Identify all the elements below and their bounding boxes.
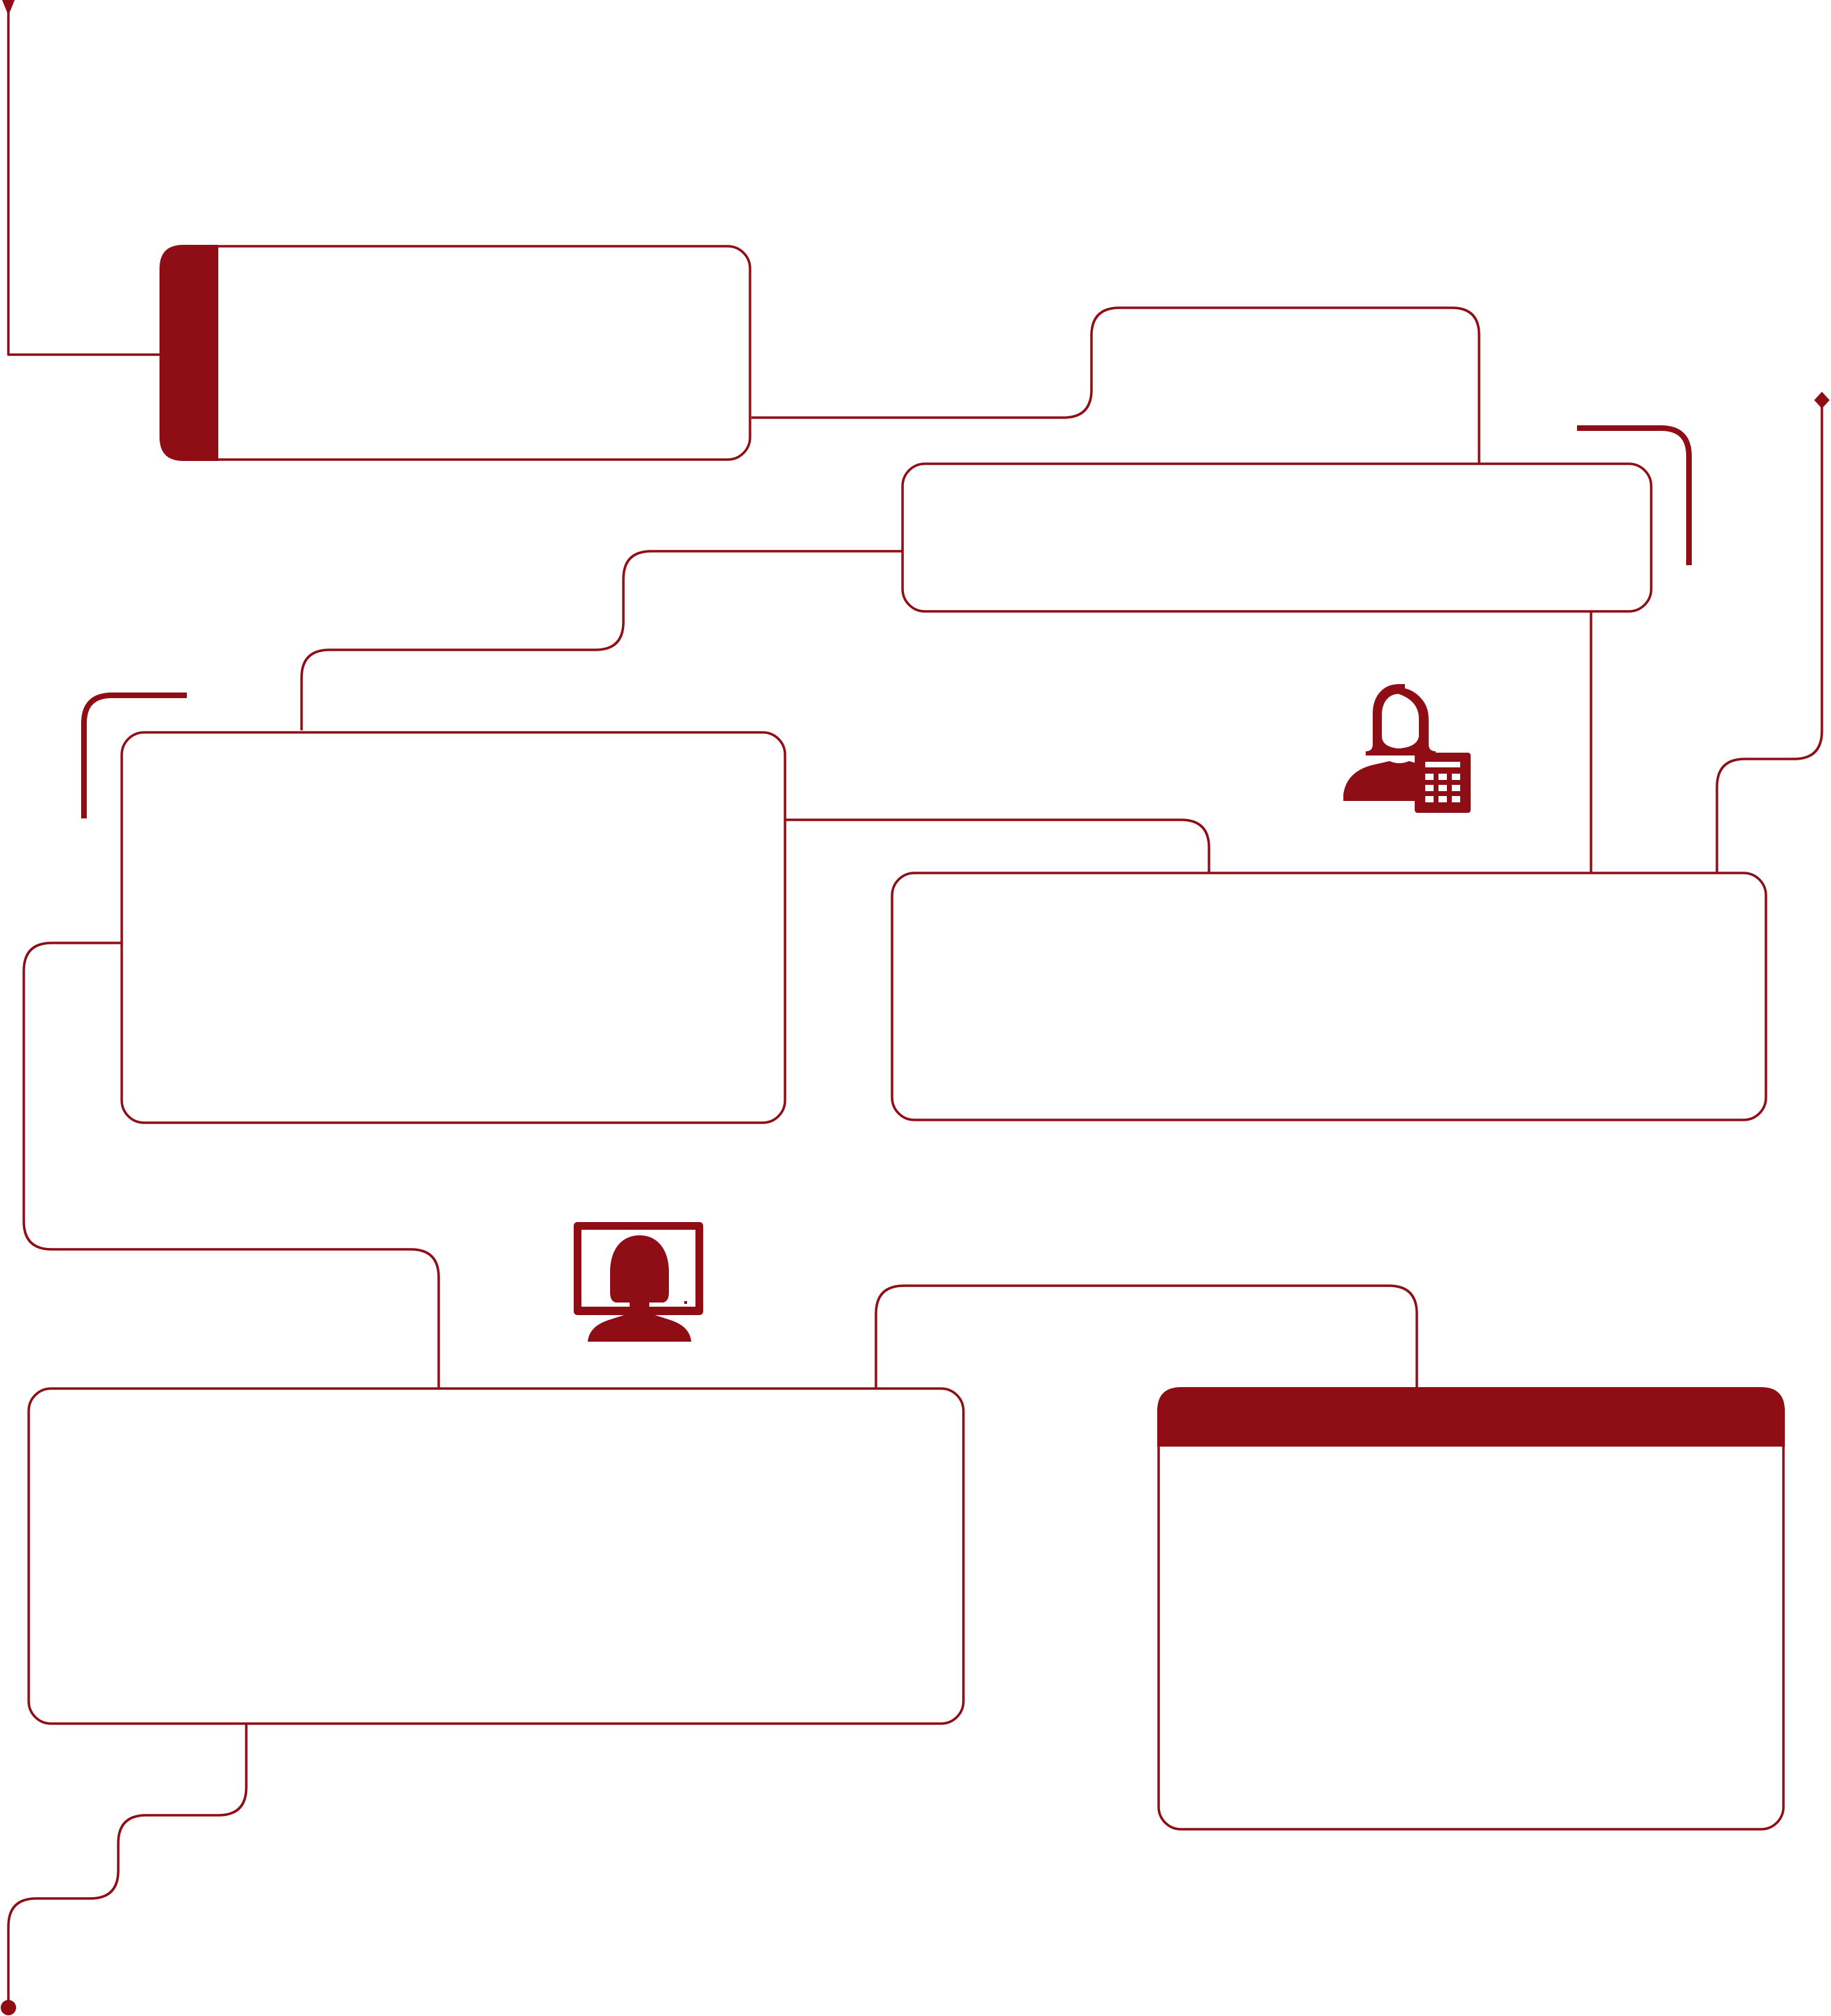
connector-box3-box4 bbox=[785, 818, 1210, 873]
connector-box1-box2 bbox=[751, 306, 1480, 464]
box-2-frame bbox=[901, 462, 1653, 613]
connector-exit-bottom bbox=[7, 1724, 248, 2005]
box-1 bbox=[160, 245, 751, 461]
box-1-frame bbox=[160, 245, 751, 461]
entry-arrowhead bbox=[2, 0, 15, 15]
connector-exit-right bbox=[1716, 400, 1823, 873]
corner-bracket-left bbox=[81, 693, 187, 818]
box-5 bbox=[27, 1387, 965, 1725]
corner-brackets bbox=[81, 425, 1692, 818]
box-3-frame bbox=[120, 731, 786, 1124]
connector-box2-box3 bbox=[300, 550, 903, 730]
box-4 bbox=[891, 872, 1767, 1121]
connector-entry bbox=[7, 7, 160, 356]
nodes bbox=[27, 245, 1785, 1831]
connector-box5-box6 bbox=[875, 1284, 1418, 1389]
user-monitor-icon bbox=[574, 1222, 703, 1342]
box-2 bbox=[901, 462, 1653, 613]
corner-bracket-right bbox=[1577, 425, 1692, 565]
connector-box3-box5 bbox=[22, 942, 440, 1389]
box-6-frame bbox=[1157, 1387, 1785, 1831]
box-6-band bbox=[1157, 1387, 1785, 1447]
box-3 bbox=[120, 731, 786, 1124]
receptionist-phone-icon bbox=[1343, 684, 1471, 813]
box-1-band bbox=[160, 245, 218, 461]
box-5-frame bbox=[27, 1387, 965, 1725]
exit-right-diamond bbox=[1814, 392, 1830, 409]
box-4-frame bbox=[891, 872, 1767, 1121]
box-6 bbox=[1157, 1387, 1785, 1831]
exit-bottom-dot bbox=[1, 2000, 16, 2015]
